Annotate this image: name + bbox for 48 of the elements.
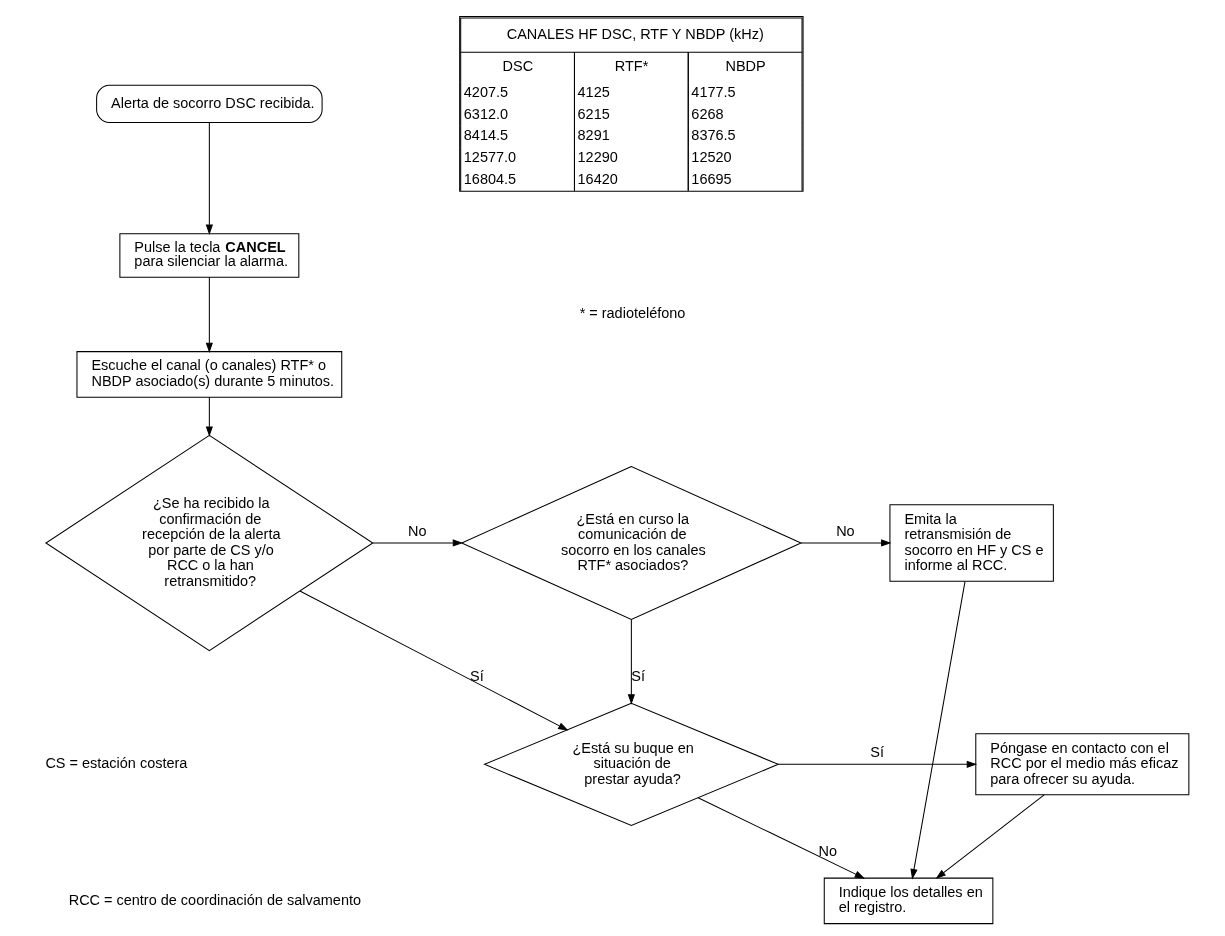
edge-label: Sí	[469, 667, 484, 684]
arrow	[800, 539, 891, 547]
label: DSC	[502, 58, 533, 75]
node-box: Emita la retransmisión de socorro en HF y CS e informe al RCC.	[888, 504, 1054, 582]
node-box: Indique los detalles en el registro.	[823, 877, 993, 925]
label: 8291	[577, 127, 610, 144]
arrow	[935, 794, 1045, 879]
label: 12520	[690, 149, 732, 166]
edge-label: No	[407, 522, 426, 539]
edge-label: Sí	[630, 667, 645, 684]
label: 12577.0	[463, 149, 516, 166]
node-box: Alerta de socorro DSC recibida.	[95, 84, 323, 124]
label: * = radioteléfono	[579, 305, 685, 322]
label: CANALES HF DSC, RTF Y NBDP (kHz)	[506, 25, 764, 42]
label: 16804.5	[463, 170, 516, 187]
label: 16695	[690, 170, 732, 187]
label: 4177.5	[690, 83, 736, 100]
arrow	[909, 580, 966, 880]
arrow	[298, 590, 568, 731]
label: NBDP	[724, 58, 766, 75]
edge-label: Sí	[869, 744, 884, 761]
label: RCC = centro de coordinación de salvamento	[68, 891, 361, 908]
arrow	[205, 122, 213, 235]
label: CS = estación costera	[44, 755, 187, 772]
label: 6312.0	[463, 105, 508, 122]
label: 12290	[577, 149, 618, 166]
arrow	[205, 276, 213, 353]
label: 8376.5	[690, 127, 736, 144]
label: 16420	[577, 170, 618, 187]
label: 8414.5	[463, 127, 508, 144]
label: 6215	[577, 105, 610, 122]
node-diamond: ¿Está en curso la comunicación de socorro en los canales RTF* asociados?	[459, 465, 802, 621]
arrow	[777, 760, 977, 768]
node-box: Póngase en contacto con el RCC por el medio más eficaz para ofrecer su ayuda.	[974, 733, 1189, 796]
arrow	[371, 539, 463, 547]
node-diamond: ¿Está su buque en situación de prestar ayuda?	[482, 702, 780, 826]
node-box: Escuche el canal (o canales) RTF* o NBDP asociado(s) durante 5 minutos.	[75, 351, 342, 398]
arrow	[205, 396, 213, 437]
node-diamond: ¿Se ha recibido la confirmación de recepción de la alerta por parte de CS y/o RCC o la han retransmitido?	[44, 434, 374, 652]
label: RTF*	[614, 58, 648, 75]
node-box: Pulse la tecla CANCEL para silenciar la alarma.	[118, 233, 299, 278]
label: 4125	[577, 83, 610, 100]
arrow	[697, 797, 865, 879]
arrow	[627, 619, 635, 705]
edge-label: No	[818, 842, 837, 859]
label: 6268	[690, 105, 724, 122]
edge-label: No	[835, 522, 855, 539]
label: 4207.5	[463, 83, 508, 100]
